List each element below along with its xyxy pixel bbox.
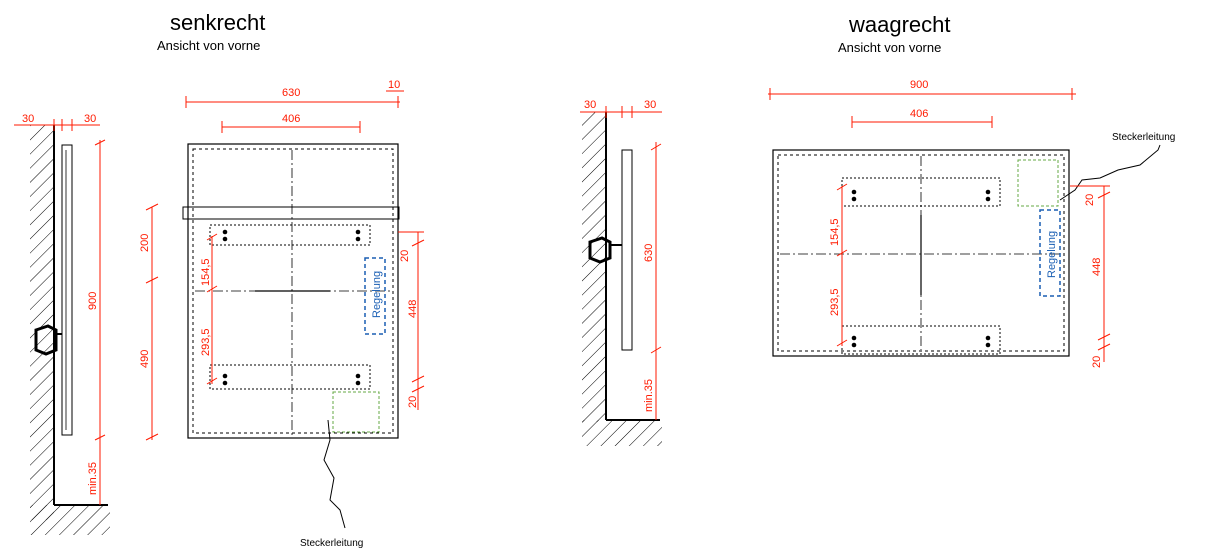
dim-tick	[145, 276, 159, 284]
screw-hole	[355, 380, 361, 386]
screw-hole	[985, 335, 991, 341]
left-front-view: Regelung Steckerleitung 630 10 406 200 4…	[139, 79, 425, 549]
senkrecht-view: senkrecht Ansicht von vorne 30 30 900 mi…	[14, 10, 425, 549]
dim-small-top: 20	[399, 250, 411, 262]
dim-height: 900	[87, 292, 99, 310]
dim-tick	[206, 285, 218, 293]
dim-tick	[411, 385, 425, 393]
screw-hole	[985, 196, 991, 202]
screw-hole	[222, 236, 228, 242]
dim-right-span: 448	[407, 300, 419, 318]
dim-tick	[1097, 191, 1111, 199]
dim-tick	[836, 183, 848, 191]
right-subtitle: Ansicht von vorne	[838, 40, 941, 55]
dim-edge: 10	[388, 79, 400, 91]
right-front-view: Regelung Steckerleitung 900 406 154,5 29…	[768, 79, 1175, 368]
screw-hole	[851, 342, 857, 348]
dim-wall-gap-b: 30	[644, 99, 656, 111]
right-title: waagrecht	[848, 12, 951, 37]
plug-cable	[323, 419, 346, 529]
bracket-shape	[588, 236, 612, 264]
bracket-shape	[34, 324, 58, 356]
screw-hole	[222, 229, 228, 235]
left-subtitle: Ansicht von vorne	[157, 38, 260, 53]
heater-side-panel	[621, 149, 633, 351]
dim-tick	[411, 375, 425, 383]
bottom-bracket	[209, 364, 371, 390]
dim-wall-gap-a: 30	[584, 99, 596, 111]
dim-small-bottom: 20	[1091, 356, 1103, 368]
dim-tick	[94, 434, 106, 441]
screw-hole	[851, 196, 857, 202]
dim-tick	[145, 433, 159, 441]
dim-tick	[650, 143, 662, 151]
screw-hole	[355, 236, 361, 242]
dim-tick	[1097, 343, 1111, 351]
dim-tick	[206, 233, 218, 241]
dim-tick	[411, 239, 425, 247]
dim-h1: 154,5	[200, 258, 212, 286]
regelung-box	[364, 257, 386, 335]
dim-small-bottom: 20	[407, 396, 419, 408]
screw-hole	[851, 189, 857, 195]
dim-tick	[1097, 333, 1111, 341]
heater-outline	[187, 143, 399, 439]
plug-label: Steckerleitung	[1112, 132, 1175, 143]
heater-inner-dashed	[192, 148, 394, 434]
wall-hatch	[30, 125, 54, 520]
dim-h1: 154,5	[829, 218, 841, 246]
dim-inner: 406	[282, 113, 300, 125]
dim-tick	[206, 377, 218, 385]
dim-tick	[145, 203, 159, 211]
plug-box	[332, 391, 380, 433]
wall-hatch	[582, 112, 606, 422]
regelung-label: Regelung	[1046, 231, 1058, 278]
top-bracket	[209, 224, 371, 246]
dim-tick	[836, 249, 848, 257]
floor-hatch	[30, 505, 110, 535]
heater-outline	[772, 149, 1070, 357]
dim-width: 900	[910, 79, 928, 91]
dim-wall-gap-b: 30	[84, 113, 96, 125]
waagrecht-view: waagrecht Ansicht von vorne 30 30 630 mi…	[580, 12, 1175, 446]
screw-hole	[222, 373, 228, 379]
plug-cable	[1059, 144, 1161, 201]
right-side-view: 30 30 630 min.35	[580, 99, 662, 446]
dim-min: min.35	[643, 379, 655, 412]
dim-upper: 200	[139, 234, 151, 252]
regelung-label: Regelung	[371, 271, 383, 318]
left-title: senkrecht	[170, 10, 265, 35]
dim-height: 630	[643, 244, 655, 262]
dim-width: 630	[282, 87, 300, 99]
screw-hole	[985, 189, 991, 195]
heater-side-panel	[61, 144, 73, 436]
dim-tick	[94, 139, 106, 146]
screw-hole	[222, 380, 228, 386]
floor-hatch	[582, 420, 662, 446]
dim-inner: 406	[910, 108, 928, 120]
screw-hole	[355, 229, 361, 235]
towel-bar	[182, 206, 400, 220]
dim-tick	[836, 339, 848, 347]
dim-tick	[650, 346, 662, 354]
dim-lower: 490	[139, 350, 151, 368]
dim-right-span: 448	[1091, 258, 1103, 276]
screw-hole	[851, 335, 857, 341]
screw-hole	[985, 342, 991, 348]
dim-small-top: 20	[1084, 194, 1096, 206]
dim-wall-gap-a: 30	[22, 113, 34, 125]
plug-label: Steckerleitung	[300, 538, 363, 549]
screw-hole	[355, 373, 361, 379]
heater-inner-dashed	[777, 154, 1065, 352]
dim-min: min.35	[87, 462, 99, 495]
dim-h2: 293,5	[200, 328, 212, 356]
regelung-box	[1039, 209, 1061, 297]
dim-h2: 293,5	[829, 288, 841, 316]
plug-box	[1017, 159, 1059, 207]
left-side-view: 30 30 900 min.35	[14, 113, 110, 535]
